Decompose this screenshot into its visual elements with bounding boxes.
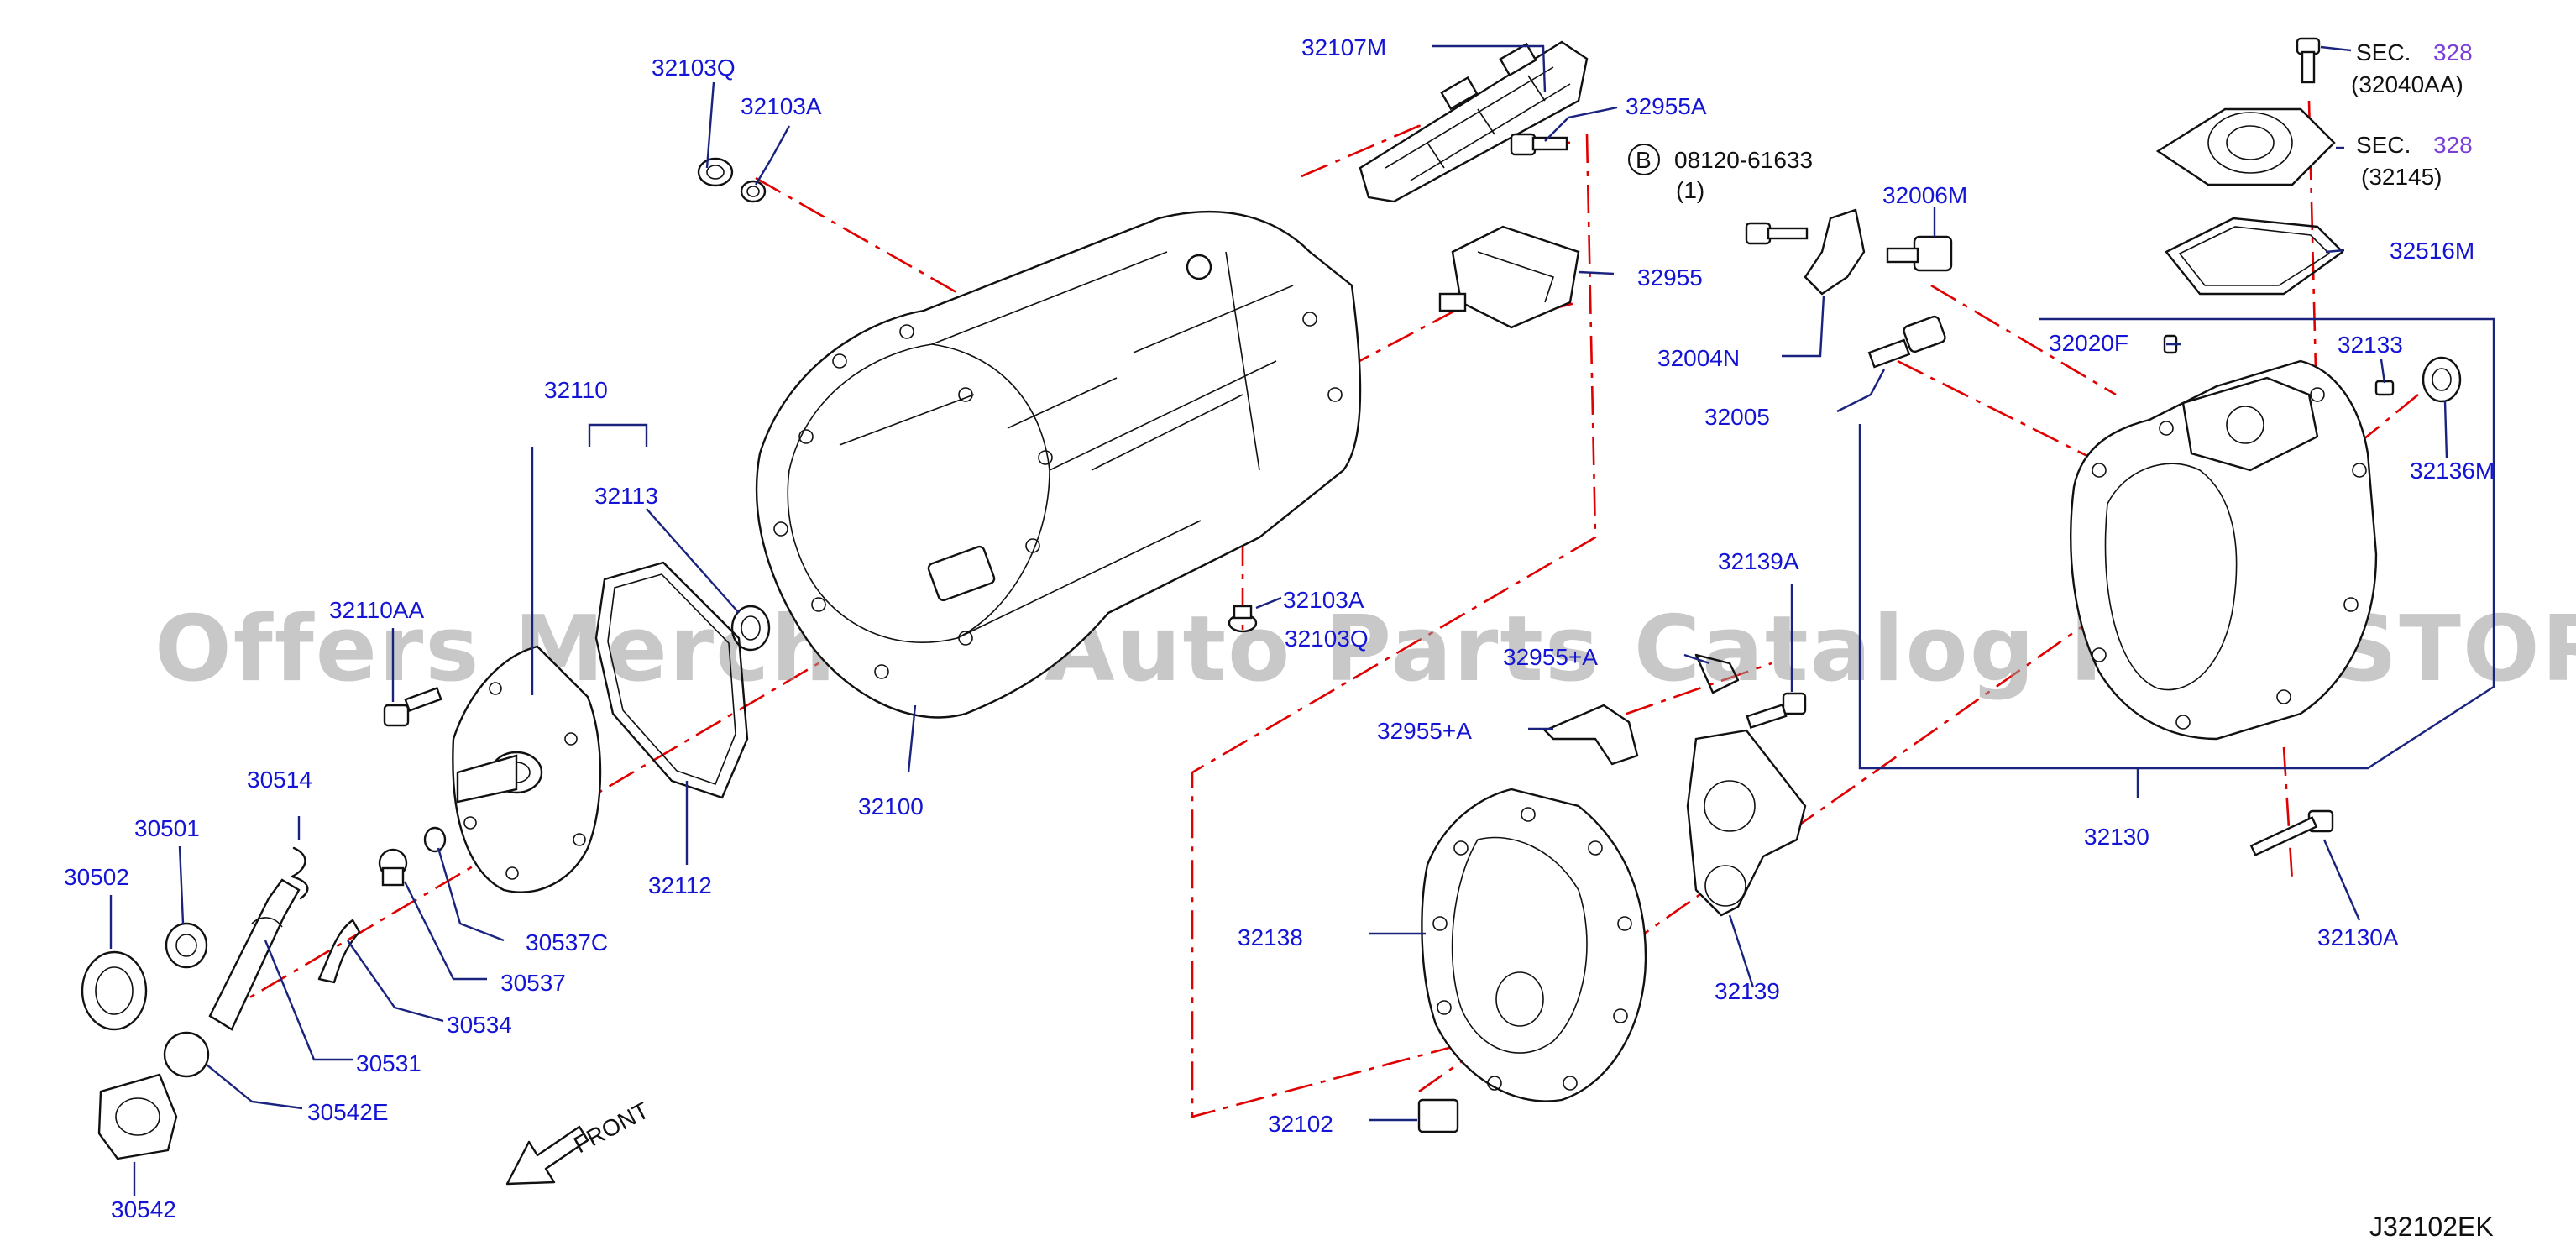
sec-ref-prefix: SEC. [2356,132,2411,158]
bracket-32955A-mid [1694,653,1740,694]
part-label-32955plusA[interactable]: 32955+A [1377,718,1472,744]
leader-lines [109,44,2448,1196]
part-label-32020F[interactable]: 32020F [2049,330,2128,356]
part-label-30501[interactable]: 30501 [134,815,200,841]
switch-32006M [1886,235,1953,272]
bolt-08120-61633 [1745,222,1809,245]
sec-ref-32040AA: SEC. 328 (32040AA) [2351,39,2473,97]
bolt-32040AA [2296,37,2321,84]
part-label-32006M[interactable]: 32006M [1882,182,1967,208]
part-label-30534[interactable]: 30534 [447,1012,512,1038]
gasket-32112 [594,561,749,799]
part-label-32103A-mid[interactable]: 32103A [1283,587,1364,613]
part-label-30542E[interactable]: 30542E [307,1099,389,1125]
part-label-32139A[interactable]: 32139A [1718,548,1799,574]
bolt-32110AA [383,687,442,727]
part-label-32138[interactable]: 32138 [1238,924,1303,950]
sec-ref-number[interactable]: 328 [2433,39,2473,65]
bolt-note: B 08120-61633 (1) [1628,144,1813,203]
seal-32113 [730,605,771,652]
front-label: FRONT [569,1097,653,1159]
sec-ref-code: (32040AA) [2351,71,2463,97]
part-label-32004N[interactable]: 32004N [1657,345,1740,371]
bolt-note-letter: B [1636,147,1652,173]
part-label-30531[interactable]: 30531 [356,1050,421,1076]
part-label-32955A-mid[interactable]: 32955+A [1503,644,1598,670]
bolt-32955A [1510,133,1568,156]
part-label-32136M[interactable]: 32136M [2410,458,2495,484]
sec-ref-code: (32145) [2361,164,2442,190]
part-label-32103Q-top[interactable]: 32103Q [652,55,736,81]
sec-ref-32145: SEC. 328 (32145) [2356,132,2473,190]
washer-32103A-top [740,180,767,203]
seal-32136M [2422,356,2462,403]
part-label-32130[interactable]: 32130 [2084,824,2149,850]
drain-plug-32103Q-mid [1228,605,1258,633]
part-label-32107M[interactable]: 32107M [1301,34,1386,60]
bolt-32130A [2249,809,2334,856]
part-label-32955A[interactable]: 32955A [1626,93,1707,119]
adapter-plate-32138 [1421,788,1647,1102]
clip-30542E [163,1031,210,1078]
bolt-note-part: 08120-61633 [1674,147,1813,173]
pad-32102 [1417,1098,1459,1133]
part-label-32005[interactable]: 32005 [1704,404,1770,430]
part-labels: 32103Q 32103A 32107M 32955A 32955 32004N… [64,34,2495,1222]
retainer-30534 [317,919,361,984]
part-label-32133[interactable]: 32133 [2338,332,2403,358]
shift-control-32107M [1359,40,1589,203]
center-lines [217,100,2419,1118]
dust-seal-30537C [423,826,447,853]
bolt-note-qty: (1) [1676,177,1704,203]
part-label-30537C[interactable]: 30537C [526,929,608,955]
bolt-32139A [1746,692,1807,729]
sec-ref-number[interactable]: 328 [2433,132,2473,158]
part-label-30514[interactable]: 30514 [247,767,312,793]
group-bracket-32130 [1858,317,2495,770]
part-label-32110[interactable]: 32110 [544,377,608,403]
cover-plate-32145 [2155,107,2336,186]
front-cover-32110 [452,645,602,893]
part-label-32113[interactable]: 32113 [594,483,658,509]
part-label-30537[interactable]: 30537 [500,970,566,996]
bearing-30502 [81,950,148,1031]
part-label-32516M[interactable]: 32516M [2390,238,2474,264]
part-label-32112[interactable]: 32112 [648,872,712,898]
part-label-32103Q-mid[interactable]: 32103Q [1285,626,1369,652]
bracket-32004N [1804,208,1866,296]
release-bearing-30501 [165,922,208,969]
part-label-30502[interactable]: 30502 [64,864,129,890]
pivot-30537 [378,848,408,887]
boot-30542 [97,1073,178,1160]
part-label-32103A-top[interactable]: 32103A [741,93,822,119]
part-label-32100[interactable]: 32100 [858,793,924,819]
release-fork-30531 [208,878,301,1031]
part-label-32139[interactable]: 32139 [1715,978,1780,1004]
part-label-32102[interactable]: 32102 [1268,1111,1333,1137]
bracket-32955plusA [1542,704,1639,766]
part-label-30542[interactable]: 30542 [111,1196,176,1222]
transmission-case-32100 [755,210,1362,719]
plug-32103Q-top [697,157,734,187]
spring-30514 [291,846,309,900]
front-arrow [505,1125,589,1186]
diagram-code: J32102EK [2369,1212,2494,1242]
switch-32005 [1867,315,1946,369]
pin-32133 [2374,380,2395,396]
part-label-32110AA[interactable]: 32110AA [329,597,424,623]
extension-housing-32130 [2070,359,2378,741]
sec-ref-prefix: SEC. [2356,39,2411,65]
bracket-32955 [1438,225,1580,329]
part-label-32130A[interactable]: 32130A [2317,924,2399,950]
part-label-32955[interactable]: 32955 [1637,264,1703,291]
plate-32139 [1686,729,1807,917]
gasket-32516M [2165,217,2344,296]
